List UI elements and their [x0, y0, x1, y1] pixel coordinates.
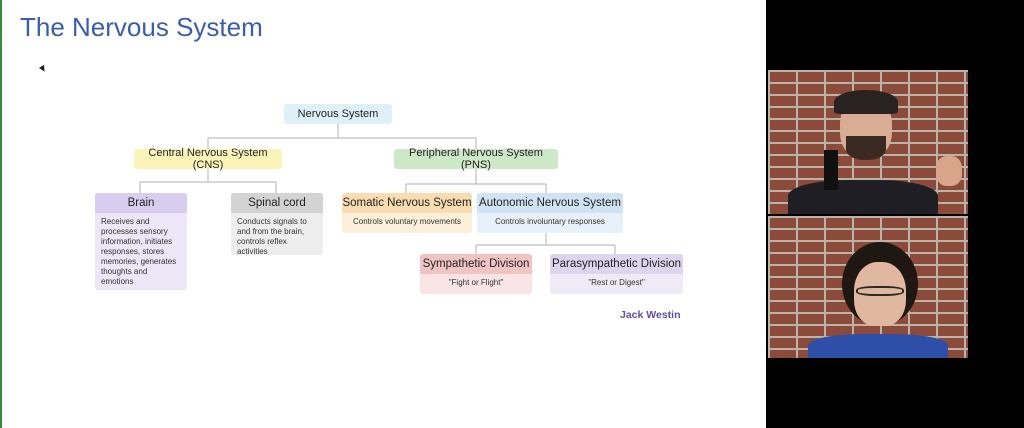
participant-video-bottom[interactable]: [768, 216, 968, 358]
somatic-node: Somatic Nervous System Controls voluntar…: [342, 193, 472, 233]
autonomic-node: Autonomic Nervous System Controls involu…: [477, 193, 623, 233]
node-description: Conducts signals to and from the brain, …: [237, 217, 307, 256]
pns-node: Peripheral Nervous System (PNS): [394, 147, 558, 171]
node-description: "Fight or Flight": [448, 278, 504, 287]
participant-hair: [834, 90, 898, 114]
node-label: Nervous System: [297, 108, 379, 120]
diagram-connectors: [139, 124, 616, 254]
node-header: Parasympathetic Division: [550, 254, 683, 274]
node-header: Sympathetic Division: [420, 254, 532, 274]
nervous-system-node: Nervous System: [284, 104, 392, 124]
participant-silhouette: [788, 180, 938, 214]
participant-hand: [936, 156, 962, 186]
participant-beard: [846, 136, 886, 160]
window-edge: [0, 0, 2, 428]
presentation-slide: The Nervous System Nervous System Centra…: [0, 0, 766, 428]
node-description: Controls involuntary responses: [495, 217, 605, 226]
chair-back: [824, 150, 838, 190]
node-label: Peripheral Nervous System (PNS): [409, 147, 543, 171]
node-header: Brain: [95, 193, 187, 213]
node-description: "Rest or Digest": [588, 278, 645, 287]
node-header: Spinal cord: [231, 193, 323, 213]
watermark-logo-text: Jack Westin: [620, 309, 681, 321]
node-description: Receives and processes sensory informati…: [101, 217, 177, 286]
slide-title: The Nervous System: [20, 12, 263, 42]
glasses-icon: [856, 286, 904, 296]
node-description: Controls voluntary movements: [352, 217, 462, 226]
parasympathetic-node: Parasympathetic Division "Rest or Digest…: [550, 254, 683, 294]
participant-video-top[interactable]: [768, 70, 968, 214]
node-header: Autonomic Nervous System: [477, 193, 623, 213]
sympathetic-node: Sympathetic Division "Fight or Flight": [420, 254, 532, 294]
node-label: Central Nervous System (CNS): [148, 147, 268, 171]
brain-node: Brain Receives and processes sensory inf…: [95, 193, 187, 290]
node-header: Somatic Nervous System: [342, 193, 472, 213]
cns-node: Central Nervous System (CNS): [134, 147, 282, 171]
participant-silhouette: [808, 334, 948, 358]
spinal-cord-node: Spinal cord Conducts signals to and from…: [231, 193, 323, 256]
